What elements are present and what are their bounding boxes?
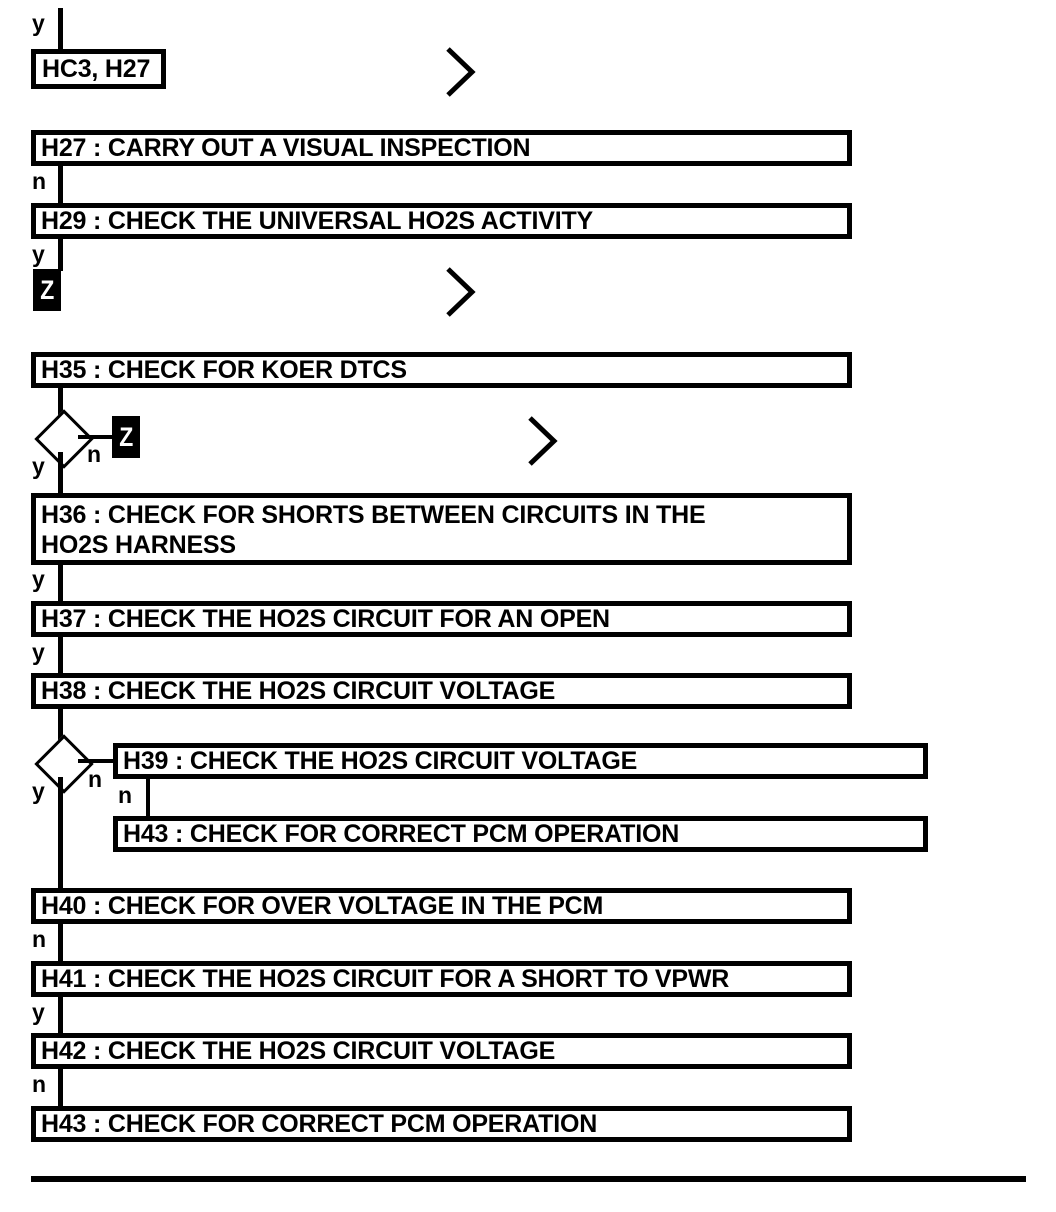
connector-h38-diamond2 xyxy=(58,709,63,744)
branch-label-h39-n: n xyxy=(118,782,133,808)
chevron-right-icon-2 xyxy=(444,265,478,319)
node-h35-label: H35 : CHECK FOR KOER DTCS xyxy=(41,356,407,384)
branch-label-entry-y: y xyxy=(32,10,45,36)
branch-label-h37-y: y xyxy=(32,639,45,665)
connector-diamond2-h39 xyxy=(78,759,116,763)
node-entry-hc3-h27[interactable]: HC3, H27 xyxy=(31,49,166,89)
bottom-divider xyxy=(31,1176,1026,1182)
chevron-right-icon-1 xyxy=(444,45,478,99)
node-h27-label: H27 : CARRY OUT A VISUAL INSPECTION xyxy=(41,134,531,162)
terminator-z-1-label: Z xyxy=(39,274,55,305)
node-h36-label: H36 : CHECK FOR SHORTS BETWEEN CIRCUITS … xyxy=(41,501,706,559)
connector-h40-h41 xyxy=(58,924,63,961)
branch-label-h27-n: n xyxy=(32,168,47,194)
node-h35[interactable]: H35 : CHECK FOR KOER DTCS xyxy=(31,352,852,388)
node-h43[interactable]: H43 : CHECK FOR CORRECT PCM OPERATION xyxy=(31,1106,852,1142)
branch-label-h29-y: y xyxy=(32,241,45,267)
branch-label-h36-y: y xyxy=(32,566,45,592)
chevron-right-icon-3 xyxy=(526,414,560,468)
node-h38-label: H38 : CHECK THE HO2S CIRCUIT VOLTAGE xyxy=(41,677,556,705)
node-h43-branch[interactable]: H43 : CHECK FOR CORRECT PCM OPERATION xyxy=(113,816,928,852)
node-entry-hc3-h27-label: HC3, H27 xyxy=(42,55,151,83)
branch-label-d2-n: n xyxy=(88,766,103,792)
connector-diamond1-h36 xyxy=(58,452,63,493)
node-h39[interactable]: H39 : CHECK THE HO2S CIRCUIT VOLTAGE xyxy=(113,743,928,779)
branch-label-d2-y: y xyxy=(32,778,45,804)
terminator-z-1[interactable]: Z xyxy=(33,269,61,311)
connector-h41-h42 xyxy=(58,997,63,1033)
node-h37[interactable]: H37 : CHECK THE HO2S CIRCUIT FOR AN OPEN xyxy=(31,601,852,637)
branch-label-h40-n: n xyxy=(32,926,47,952)
connector-h35-diamond1 xyxy=(58,388,63,420)
connector-h27-h29 xyxy=(58,166,63,203)
branch-label-d1-n: n xyxy=(87,441,102,467)
node-h40[interactable]: H40 : CHECK FOR OVER VOLTAGE IN THE PCM xyxy=(31,888,852,924)
node-h29[interactable]: H29 : CHECK THE UNIVERSAL HO2S ACTIVITY xyxy=(31,203,852,239)
connector-diamond1-z2 xyxy=(78,435,114,439)
node-h41[interactable]: H41 : CHECK THE HO2S CIRCUIT FOR A SHORT… xyxy=(31,961,852,997)
node-h43-label: H43 : CHECK FOR CORRECT PCM OPERATION xyxy=(41,1110,598,1138)
connector-diamond2-h40 xyxy=(58,777,63,888)
terminator-z-2-label: Z xyxy=(118,421,134,452)
node-h27[interactable]: H27 : CARRY OUT A VISUAL INSPECTION xyxy=(31,130,852,166)
connector-entry-top xyxy=(58,8,63,50)
node-h41-label: H41 : CHECK THE HO2S CIRCUIT FOR A SHORT… xyxy=(41,965,730,993)
connector-h42-h43 xyxy=(58,1069,63,1106)
node-h29-label: H29 : CHECK THE UNIVERSAL HO2S ACTIVITY xyxy=(41,207,594,235)
node-h42-label: H42 : CHECK THE HO2S CIRCUIT VOLTAGE xyxy=(41,1037,556,1065)
node-h37-label: H37 : CHECK THE HO2S CIRCUIT FOR AN OPEN xyxy=(41,605,610,633)
connector-h29-z1 xyxy=(58,239,63,271)
node-h38[interactable]: H38 : CHECK THE HO2S CIRCUIT VOLTAGE xyxy=(31,673,852,709)
branch-label-h41-y: y xyxy=(32,999,45,1025)
node-h36[interactable]: H36 : CHECK FOR SHORTS BETWEEN CIRCUITS … xyxy=(31,493,852,565)
terminator-z-2[interactable]: Z xyxy=(112,416,140,458)
connector-h39-h43b xyxy=(146,779,150,816)
node-h43-branch-label: H43 : CHECK FOR CORRECT PCM OPERATION xyxy=(123,820,680,848)
connector-h37-h38 xyxy=(58,637,63,673)
node-h42[interactable]: H42 : CHECK THE HO2S CIRCUIT VOLTAGE xyxy=(31,1033,852,1069)
node-h39-label: H39 : CHECK THE HO2S CIRCUIT VOLTAGE xyxy=(123,747,638,775)
node-h40-label: H40 : CHECK FOR OVER VOLTAGE IN THE PCM xyxy=(41,892,604,920)
branch-label-d1-y: y xyxy=(32,453,45,479)
branch-label-h42-n: n xyxy=(32,1071,47,1097)
connector-h36-h37 xyxy=(58,565,63,601)
